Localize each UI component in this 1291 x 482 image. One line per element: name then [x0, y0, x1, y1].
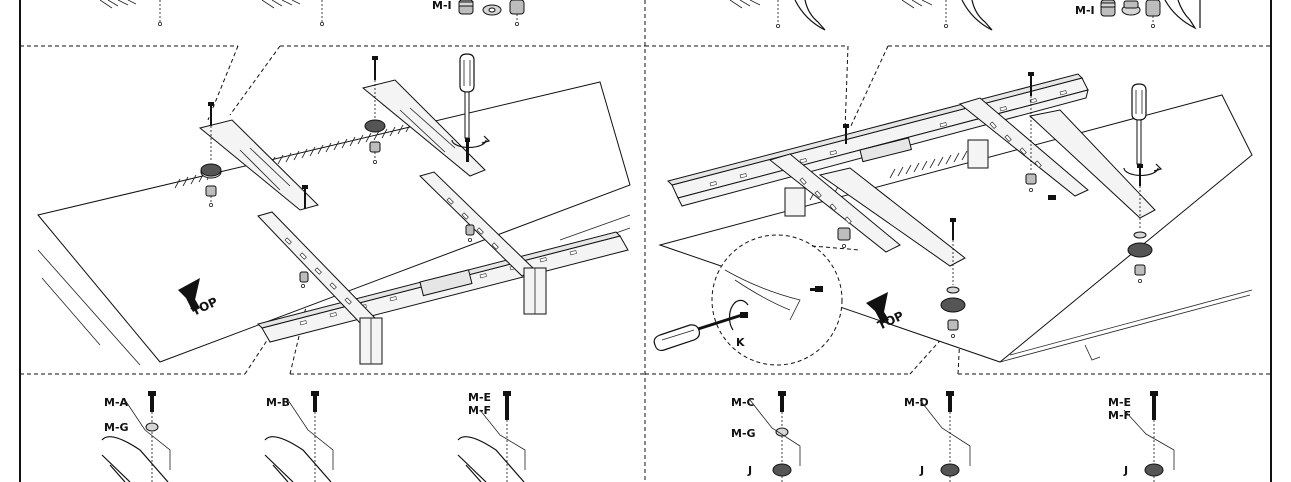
k-label: K: [736, 336, 745, 349]
part-label: M-G: [104, 421, 129, 434]
m-i-label-right: M-I: [1075, 4, 1095, 17]
tv-bracket-right: [1028, 109, 1156, 219]
part-label: M-C: [731, 396, 755, 409]
part-label: J: [747, 464, 752, 477]
part-label: M-B: [266, 396, 290, 409]
top-arrow-icon: [178, 278, 200, 312]
screwdriver-icon: [451, 53, 491, 162]
screwdriver-icon: [653, 299, 749, 352]
wall-legs: [359, 267, 547, 365]
part-label: J: [1123, 464, 1128, 477]
screws-left: [200, 56, 475, 288]
screws-right: [837, 72, 1153, 338]
top-arrow-icon: [866, 292, 889, 324]
tv-bracket-left: [818, 167, 966, 267]
top-strip-right: M-I: [729, 0, 1201, 31]
frame: [19, 0, 1272, 482]
top-strip-left: M-I: [99, 0, 525, 26]
screwdriver-icon: [1123, 83, 1163, 177]
vent-slots: [174, 122, 412, 189]
part-label: M-F: [468, 404, 491, 417]
part-label: M-E: [468, 391, 491, 404]
part-label: M-A: [104, 396, 129, 409]
part-label: M-E: [1108, 396, 1131, 409]
spacer-set-icon: [1100, 0, 1161, 28]
part-label: M-G: [731, 427, 756, 440]
bottom-hardware-left: M-A M-G M-B M-E M-F: [101, 391, 526, 482]
tv-bracket-right: [361, 79, 486, 177]
right-step: K TOP: [653, 45, 1253, 375]
part-label: J: [919, 464, 924, 477]
left-step: TOP: [37, 45, 631, 375]
part-label: M-D: [904, 396, 929, 409]
spacer-set-icon: [458, 0, 525, 26]
tv-bracket-left: [198, 119, 319, 211]
detail-callout: [711, 234, 861, 366]
part-label: M-F: [1108, 409, 1131, 422]
m-i-label-left: M-I: [432, 0, 452, 12]
bottom-hardware-right: M-C M-G J M-D J M-E M-F J: [731, 391, 1175, 482]
